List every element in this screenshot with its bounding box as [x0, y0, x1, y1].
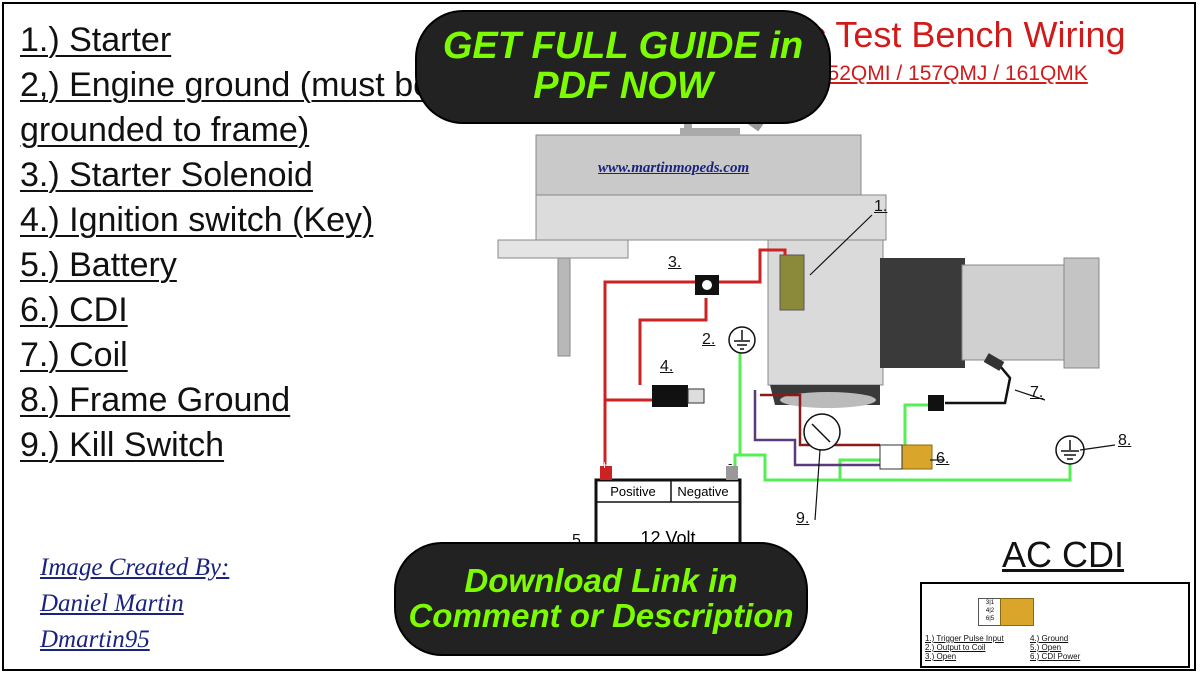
credit-author: Daniel Martin [40, 590, 184, 617]
legend-item-ignition-switch: 4.) Ignition switch (Key) [20, 201, 374, 239]
cdi-pin-2: 2.) Output to Coil [925, 643, 986, 652]
green-wires [733, 345, 1072, 482]
other-wires [753, 359, 1012, 467]
ac-cdi-title: AC CDI [1002, 534, 1125, 575]
label-1: 1. [874, 198, 888, 215]
kill-switch [803, 413, 841, 451]
legend-item-kill-switch: 9.) Kill Switch [20, 426, 225, 464]
banner-bottom-line-1: Download Link in [464, 562, 738, 600]
legend-item-starter: 1.) Starter [20, 21, 172, 59]
cdi-pin-4: 4.) Ground [1030, 634, 1069, 643]
legend-item-frame-ground: 8.) Frame Ground [20, 381, 291, 419]
engine-models: GY6 152QMI / 157QMJ / 161QMK [768, 62, 1088, 85]
engine-ground-symbol [728, 326, 756, 354]
label-3: 3. [668, 254, 682, 271]
banner-bottom-line-2: Comment or Description [408, 597, 794, 634]
cdi-pin-legend-right: 4.) Ground 5.) Open 6.) CDI Power [1030, 634, 1080, 661]
engine-block [497, 102, 1100, 408]
get-guide-banner[interactable]: GET FULL GUIDE in PDF NOW [417, 12, 829, 122]
legend-item-battery: 5.) Battery [20, 246, 177, 284]
cdi-pin-3: 3.) Open [925, 652, 957, 661]
banner-top-line-1: GET FULL GUIDE in [442, 25, 804, 68]
credit-username: Dmartin95 [40, 626, 150, 653]
component-legend: 1.) Starter 2,) Engine ground (must be g… [20, 18, 432, 468]
battery-minus: - [728, 456, 733, 471]
leader-lines [809, 214, 1116, 521]
cdi-pin-row: 4|2 [985, 608, 995, 614]
ignition-coil [928, 353, 1005, 411]
label-4: 4. [660, 358, 674, 375]
battery-voltage: 12 Volt [640, 528, 696, 548]
cdi-pinout-panel: 3|1 4|2 6|5 1.) Trigger Pulse Input 2.) … [920, 582, 1190, 668]
battery-positive-label: Positive [610, 484, 656, 499]
battery-plus: + [601, 458, 609, 472]
label-8: 8. [1118, 432, 1132, 449]
legend-item-starter-solenoid: 3.) Starter Solenoid [20, 156, 313, 194]
cdi-pin-row: 6|5 [985, 616, 995, 622]
starter-motor [779, 254, 805, 311]
cdi-pin-1: 1.) Trigger Pulse Input [925, 634, 1004, 643]
label-2: 2. [702, 331, 716, 348]
cdi-pin-row: 3|1 [985, 600, 995, 606]
banner-top-line-2: PDF NOW [533, 65, 713, 107]
starter-solenoid [695, 275, 719, 295]
label-9: 9. [796, 510, 810, 527]
cdi-unit [879, 444, 933, 470]
label-7: 7. [1030, 384, 1044, 401]
frame-ground-symbol [1055, 435, 1085, 465]
credit-created-by: Image Created By: [40, 554, 230, 581]
legend-item-coil: 7.) Coil [20, 336, 128, 374]
ignition-switch [652, 385, 705, 407]
cdi-pin-5: 5.) Open [1030, 643, 1062, 652]
red-wires [603, 248, 787, 470]
website-link: www.martinmopeds.com [598, 160, 750, 176]
legend-item-engine-ground-cont: grounded to frame) [20, 111, 310, 149]
cdi-pin-grid: 3|1 4|2 6|5 [978, 598, 1002, 626]
download-link-banner[interactable]: Download Link in Comment or Description [396, 544, 806, 654]
battery-negative-label: Negative [677, 484, 729, 499]
cdi-connector-body [1000, 598, 1034, 626]
battery-terminal-labels: Positive Negative [598, 484, 738, 499]
legend-item-engine-ground: 2,) Engine ground (must be [20, 66, 433, 104]
legend-item-cdi: 6.) CDI [20, 291, 128, 329]
label-6: 6. [936, 450, 950, 467]
cdi-pin-legend-left: 1.) Trigger Pulse Input 2.) Output to Co… [925, 634, 1004, 661]
cdi-pin-6: 6.) CDI Power [1030, 652, 1081, 661]
